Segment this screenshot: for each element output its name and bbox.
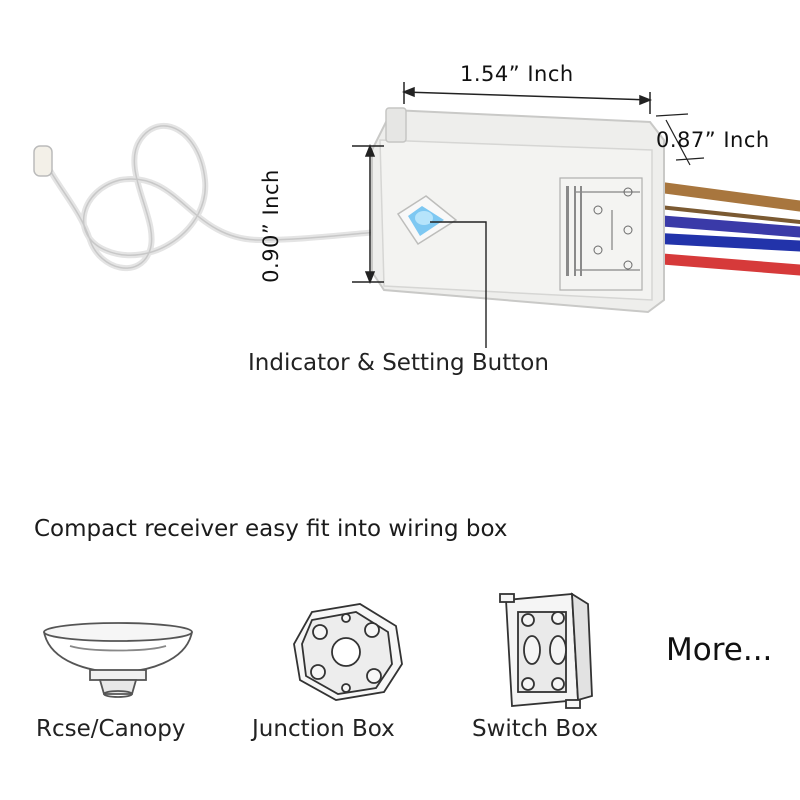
antenna-wire <box>41 122 381 271</box>
height-dimension <box>352 143 384 285</box>
depth-dimension <box>655 113 705 166</box>
switch-box-icon <box>499 592 593 709</box>
canopy-icon <box>43 622 193 698</box>
depth-label: 0.87” Inch <box>656 128 770 152</box>
antenna-tip <box>33 145 53 177</box>
more-label: More... <box>666 632 773 668</box>
indicator-button-label: Indicator & Setting Button <box>248 350 549 376</box>
receiver-body <box>371 107 665 314</box>
tagline: Compact receiver easy fit into wiring bo… <box>34 516 508 542</box>
box-label-canopy: Rcse/Canopy <box>36 716 186 742</box>
width-label: 1.54” Inch <box>460 62 574 86</box>
height-label: 0.90” Inch <box>258 169 283 283</box>
callout-line <box>430 221 487 348</box>
box-label-switch: Switch Box <box>472 716 599 742</box>
box-label-junction: Junction Box <box>252 716 395 742</box>
junction-box-icon <box>293 603 403 701</box>
width-dimension <box>401 82 653 114</box>
output-wires <box>644 180 800 276</box>
